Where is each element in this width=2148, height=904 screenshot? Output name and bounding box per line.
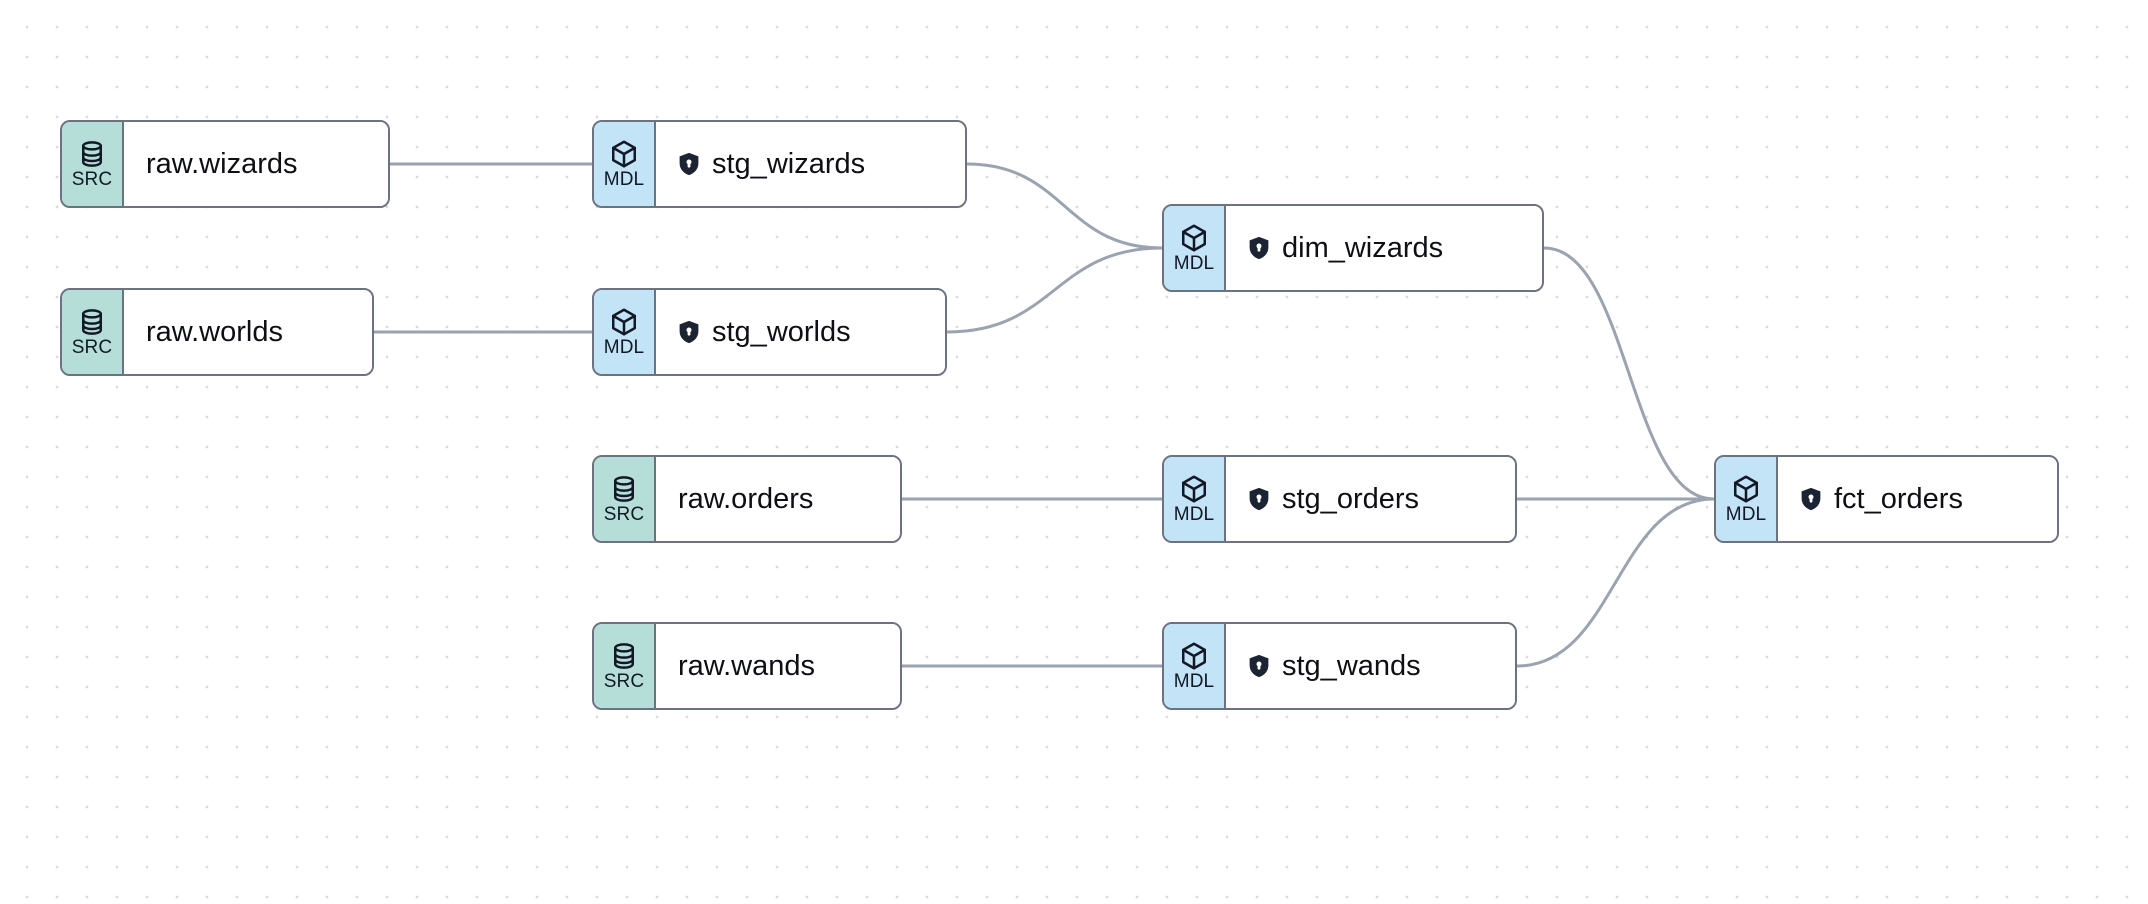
node-fct-orders[interactable]: MDL fct_orders bbox=[1714, 455, 2059, 543]
shield-lock-icon bbox=[1248, 654, 1270, 678]
node-badge-mdl: MDL bbox=[1716, 457, 1778, 541]
node-label: raw.orders bbox=[678, 483, 814, 515]
node-label: dim_wizards bbox=[1282, 232, 1444, 264]
cube-icon bbox=[1179, 223, 1209, 253]
shield-lock-icon bbox=[678, 320, 700, 344]
database-icon bbox=[77, 307, 107, 337]
node-stg-orders[interactable]: MDL stg_orders bbox=[1162, 455, 1517, 543]
cube-icon bbox=[1179, 641, 1209, 671]
node-badge-mdl: MDL bbox=[1164, 206, 1226, 290]
node-badge-src: SRC bbox=[594, 457, 656, 541]
node-body: stg_wands bbox=[1226, 624, 1515, 708]
database-icon bbox=[609, 641, 639, 671]
node-body: raw.wands bbox=[656, 624, 900, 708]
node-body: dim_wizards bbox=[1226, 206, 1542, 290]
shield-lock-icon bbox=[1800, 487, 1822, 511]
node-body: raw.orders bbox=[656, 457, 900, 541]
node-stg-wands[interactable]: MDL stg_wands bbox=[1162, 622, 1517, 710]
node-badge-label: SRC bbox=[603, 670, 645, 692]
node-label: raw.wizards bbox=[146, 148, 298, 180]
node-body: fct_orders bbox=[1778, 457, 2057, 541]
node-badge-label: MDL bbox=[1725, 503, 1767, 525]
node-badge-src: SRC bbox=[594, 624, 656, 708]
node-badge-label: MDL bbox=[1173, 670, 1215, 692]
cube-icon bbox=[609, 139, 639, 169]
node-stg-worlds[interactable]: MDL stg_worlds bbox=[592, 288, 947, 376]
node-raw-wizards[interactable]: SRC raw.wizards bbox=[60, 120, 390, 208]
node-badge-label: MDL bbox=[603, 336, 645, 358]
node-label: stg_worlds bbox=[712, 316, 851, 348]
edge-dim-wizards-to-fct-orders bbox=[1542, 246, 1716, 501]
edge-stg-wizards-to-dim-wizards bbox=[965, 162, 1164, 250]
node-raw-orders[interactable]: SRC raw.orders bbox=[592, 455, 902, 543]
node-body: stg_worlds bbox=[656, 290, 945, 374]
node-dim-wizards[interactable]: MDL dim_wizards bbox=[1162, 204, 1544, 292]
shield-lock-icon bbox=[1248, 487, 1270, 511]
node-badge-label: SRC bbox=[71, 336, 113, 358]
database-icon bbox=[609, 474, 639, 504]
edge-stg-worlds-to-dim-wizards bbox=[945, 246, 1164, 334]
node-badge-label: MDL bbox=[1173, 252, 1215, 274]
node-badge-label: SRC bbox=[603, 503, 645, 525]
node-badge-mdl: MDL bbox=[1164, 624, 1226, 708]
shield-lock-icon bbox=[678, 152, 700, 176]
node-label: stg_wizards bbox=[712, 148, 866, 180]
node-badge-mdl: MDL bbox=[594, 290, 656, 374]
node-body: stg_wizards bbox=[656, 122, 965, 206]
node-badge-src: SRC bbox=[62, 122, 124, 206]
node-badge-src: SRC bbox=[62, 290, 124, 374]
node-label: stg_orders bbox=[1282, 483, 1420, 515]
node-badge-label: MDL bbox=[603, 168, 645, 190]
node-body: raw.worlds bbox=[124, 290, 372, 374]
shield-lock-icon bbox=[1248, 236, 1270, 260]
cube-icon bbox=[1179, 474, 1209, 504]
edge-stg-wands-to-fct-orders bbox=[1515, 497, 1716, 668]
node-label: fct_orders bbox=[1834, 483, 1963, 515]
node-badge-mdl: MDL bbox=[594, 122, 656, 206]
node-label: raw.worlds bbox=[146, 316, 283, 348]
node-badge-mdl: MDL bbox=[1164, 457, 1226, 541]
node-raw-wands[interactable]: SRC raw.wands bbox=[592, 622, 902, 710]
node-raw-worlds[interactable]: SRC raw.worlds bbox=[60, 288, 374, 376]
node-body: raw.wizards bbox=[124, 122, 388, 206]
node-badge-label: MDL bbox=[1173, 503, 1215, 525]
node-label: stg_wands bbox=[1282, 650, 1421, 682]
node-label: raw.wands bbox=[678, 650, 816, 682]
node-body: stg_orders bbox=[1226, 457, 1515, 541]
database-icon bbox=[77, 139, 107, 169]
node-badge-label: SRC bbox=[71, 168, 113, 190]
cube-icon bbox=[609, 307, 639, 337]
cube-icon bbox=[1731, 474, 1761, 504]
node-stg-wizards[interactable]: MDL stg_wizards bbox=[592, 120, 967, 208]
